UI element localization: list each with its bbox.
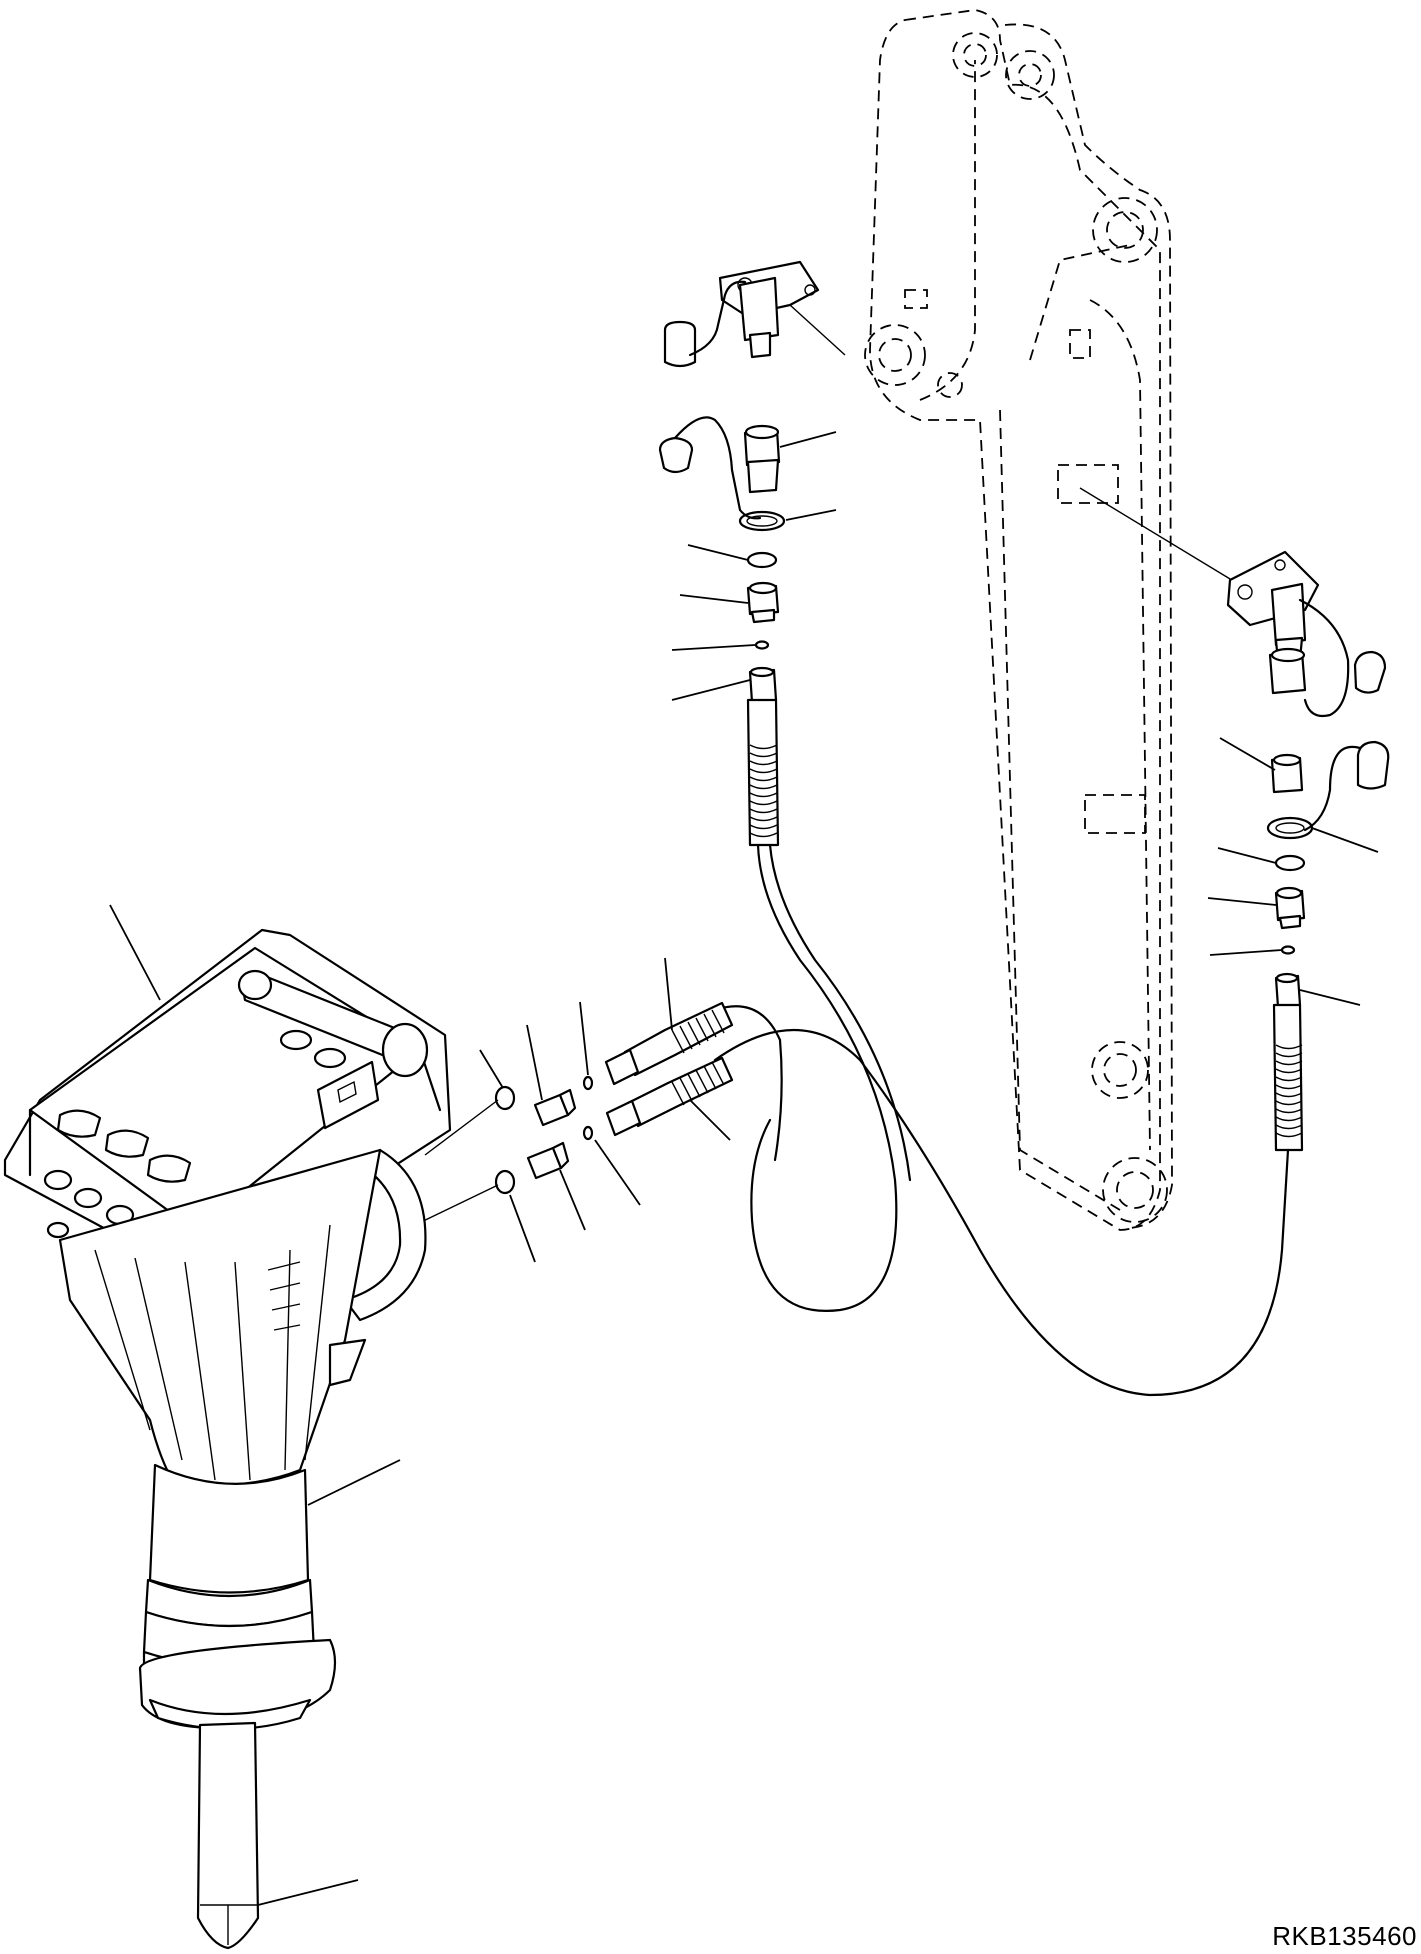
breaker-hose-fittings <box>414 1001 734 1226</box>
hydraulic-hoses <box>713 843 1290 1397</box>
drawing-code: RKB135460 <box>1272 1921 1417 1951</box>
right-stop-valve-assembly <box>1079 487 1390 1152</box>
hydraulic-breaker <box>3 928 452 1950</box>
excavator-arm-outline <box>864 9 1173 1231</box>
left-stop-valve-assembly <box>658 260 846 847</box>
part-leader-lines <box>109 431 1379 1906</box>
